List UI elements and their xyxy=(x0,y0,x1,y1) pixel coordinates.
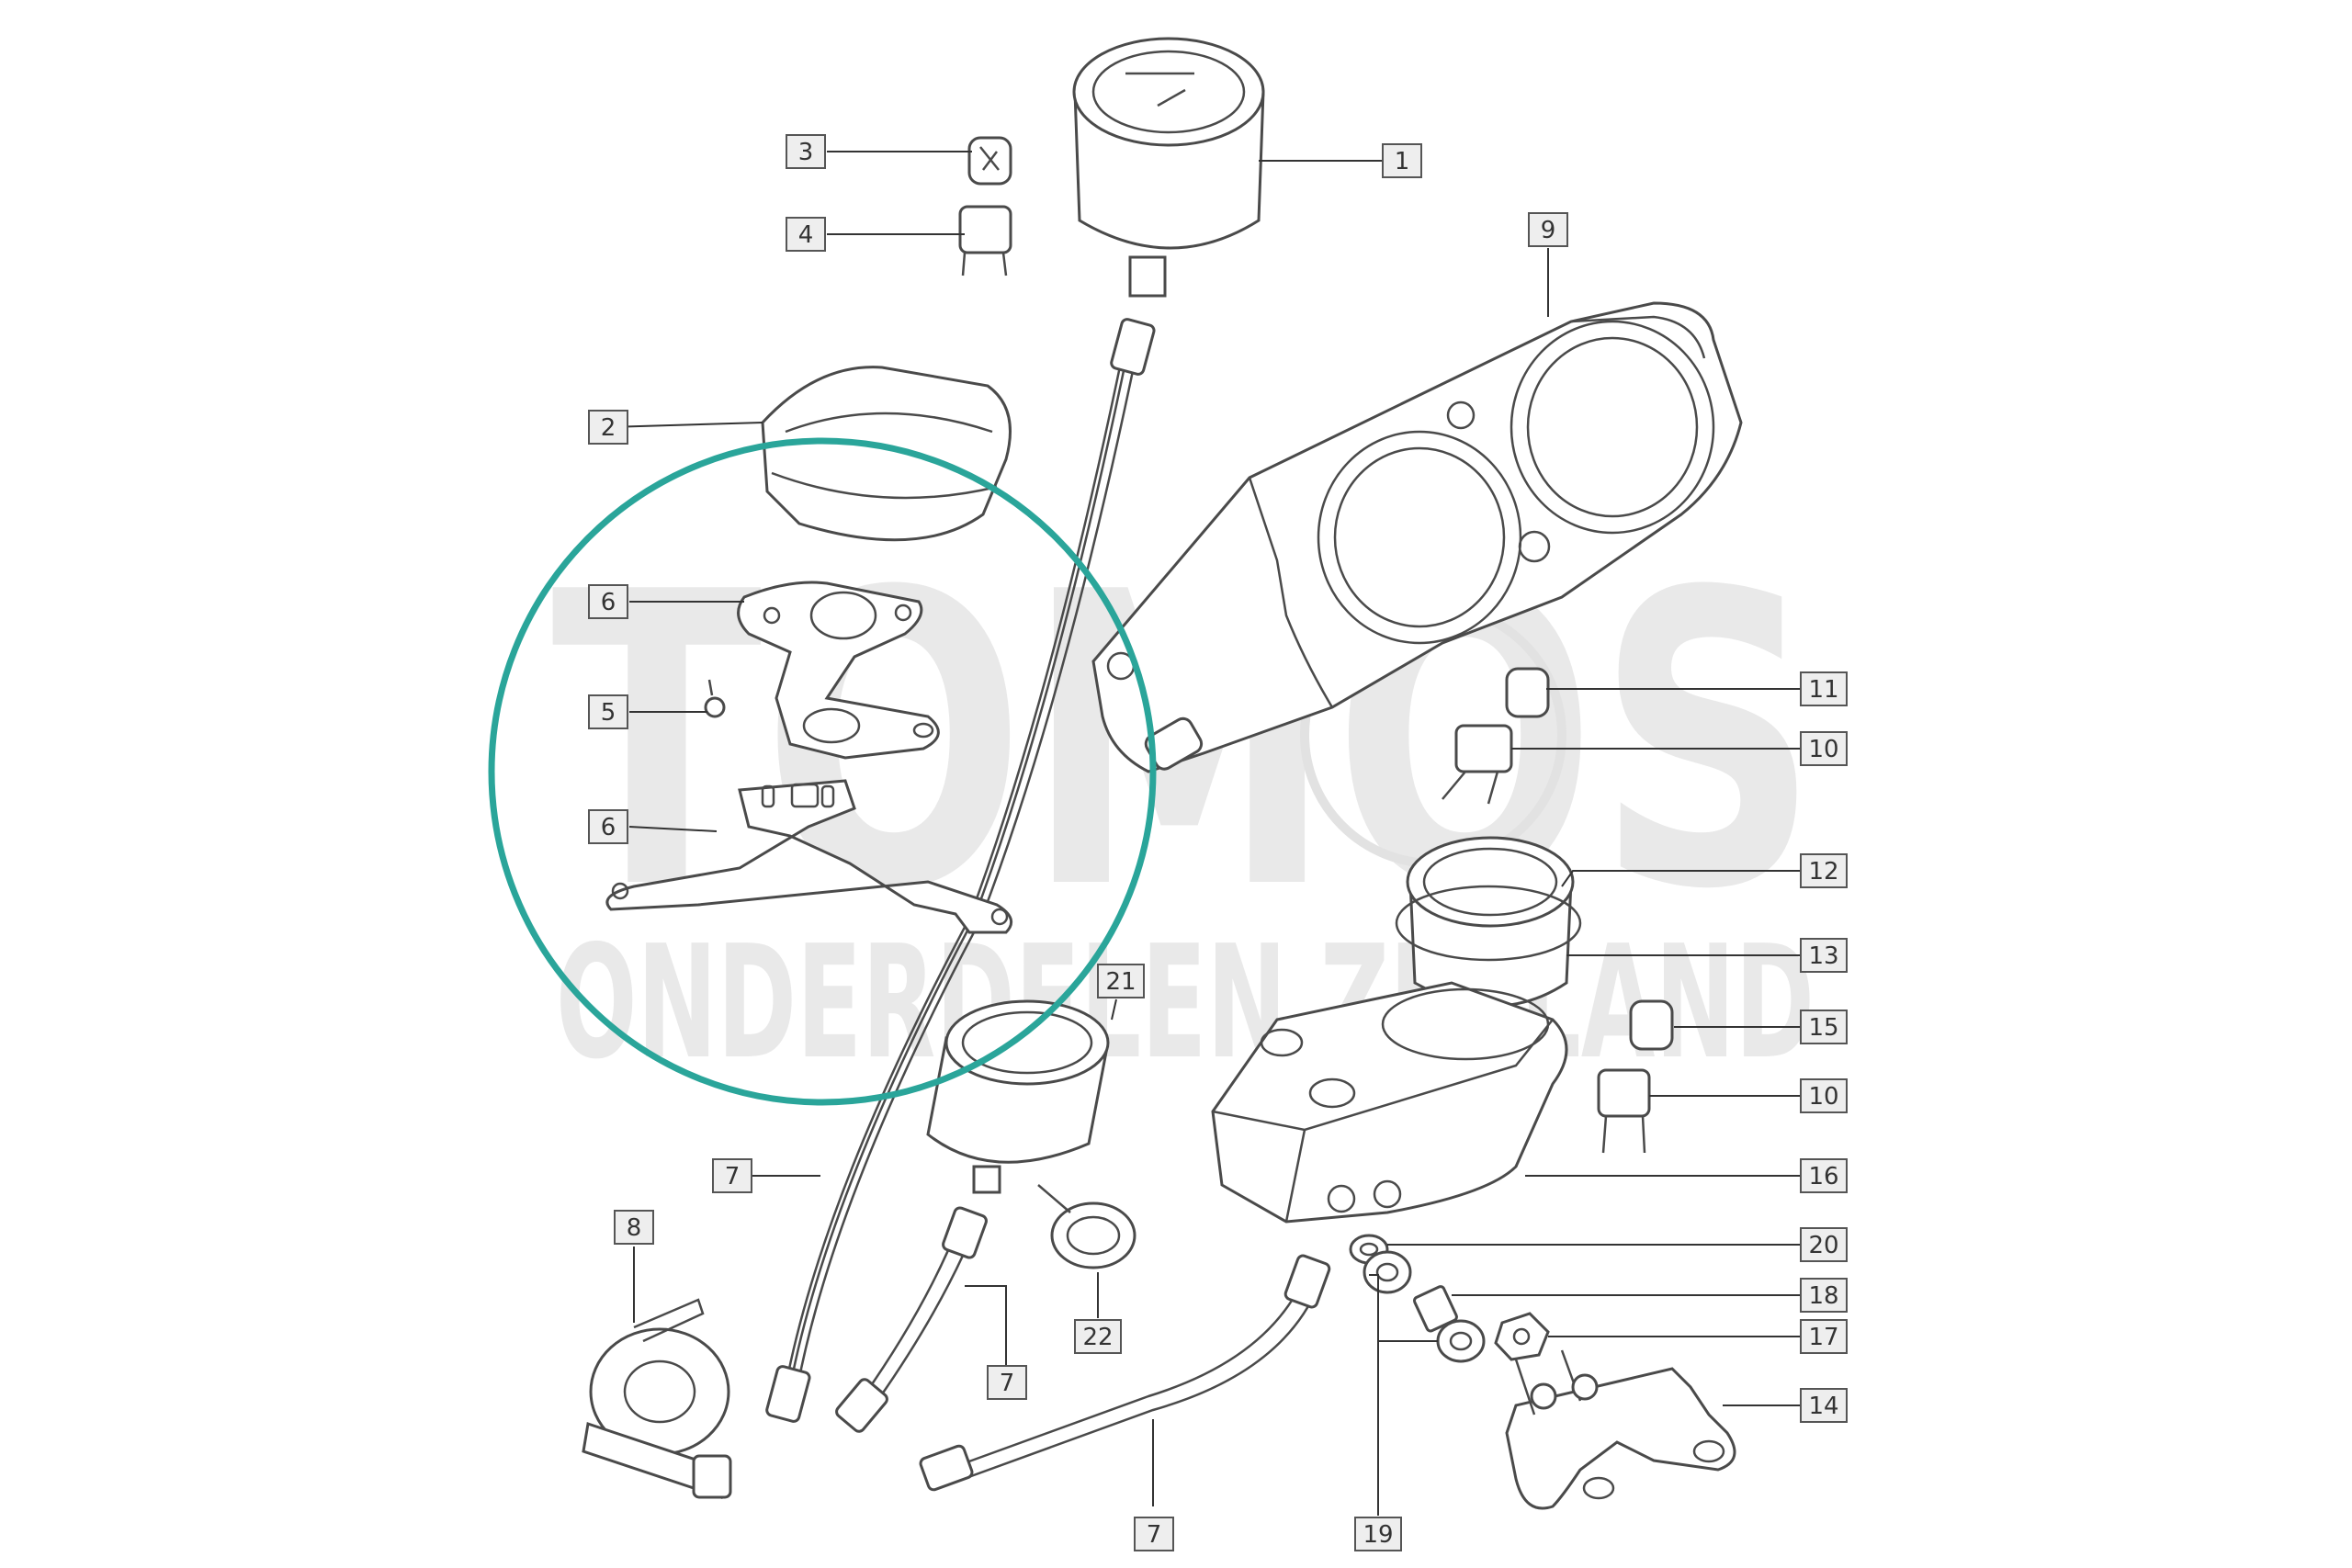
svg-text:7: 7 xyxy=(725,1163,741,1190)
svg-text:19: 19 xyxy=(1363,1521,1393,1549)
highlight-circle xyxy=(488,437,1157,1106)
part-18-bushing xyxy=(1412,1285,1458,1333)
label-16: 16 xyxy=(1800,1158,1848,1193)
svg-text:16: 16 xyxy=(1808,1163,1838,1190)
label-8: 8 xyxy=(614,1210,654,1245)
label-5: 5 xyxy=(588,694,628,729)
label-6-lower: 6 xyxy=(588,809,628,844)
svg-text:8: 8 xyxy=(627,1214,642,1242)
label-9: 9 xyxy=(1528,212,1568,247)
part-14-bracket xyxy=(1505,1349,1736,1510)
svg-text:3: 3 xyxy=(798,139,814,166)
part-5-screw xyxy=(704,679,726,718)
callout-labels: 1 2 3 4 5 6 6 7 7 7 7 8 9 10 10 11 12 13… xyxy=(0,0,1848,1551)
svg-text:5: 5 xyxy=(601,699,616,727)
svg-text:12: 12 xyxy=(1808,858,1838,886)
svg-text:21: 21 xyxy=(1105,968,1136,996)
svg-text:22: 22 xyxy=(1082,1324,1113,1351)
label-15: 15 xyxy=(1800,1010,1848,1044)
label-6-upper: 6 xyxy=(588,584,628,619)
svg-text:7: 7 xyxy=(1000,1370,1015,1397)
part-4-bulb-holder xyxy=(958,205,1012,276)
svg-text:10: 10 xyxy=(1808,1083,1838,1111)
part-6-lower-bracket xyxy=(605,779,1013,934)
leader-lines xyxy=(608,151,1801,1516)
part-9-console xyxy=(1091,301,1743,773)
label-14: 14 xyxy=(1800,1388,1848,1423)
label-2: 2 xyxy=(588,410,628,445)
svg-text:4: 4 xyxy=(798,221,814,249)
label-20: 20 xyxy=(1800,1227,1848,1262)
svg-text:13: 13 xyxy=(1808,942,1838,970)
svg-text:7: 7 xyxy=(1147,1521,1162,1549)
part-10-holder-lower xyxy=(1597,1068,1651,1154)
part-8-speedo-drive xyxy=(582,1298,732,1499)
part-19-grommets xyxy=(1363,1250,1486,1363)
label-7-bottom: 7 xyxy=(1134,1517,1174,1551)
label-7-extra: 7 xyxy=(0,0,16,6)
label-19: 19 xyxy=(1354,1517,1402,1551)
svg-text:14: 14 xyxy=(1808,1393,1838,1420)
label-21: 21 xyxy=(1097,964,1145,998)
label-10-upper: 10 xyxy=(1800,731,1848,766)
label-13: 13 xyxy=(1800,938,1848,973)
part-22-clamp xyxy=(1037,1184,1136,1269)
svg-text:18: 18 xyxy=(1808,1282,1838,1310)
label-3: 3 xyxy=(786,134,826,169)
label-7-left: 7 xyxy=(712,1158,752,1193)
part-2-cover xyxy=(761,366,1012,542)
part-16-housing xyxy=(1211,981,1568,1224)
part-3-bulb xyxy=(967,136,1012,186)
svg-text:20: 20 xyxy=(1808,1232,1838,1259)
label-18: 18 xyxy=(1800,1278,1848,1313)
svg-text:2: 2 xyxy=(601,414,616,442)
svg-text:6: 6 xyxy=(601,589,616,616)
part-11-bulb xyxy=(1505,667,1550,718)
svg-text:15: 15 xyxy=(1808,1014,1838,1042)
watermark-line2: ONDERDELEN ZEELAND xyxy=(556,912,1815,1094)
svg-text:10: 10 xyxy=(1808,736,1838,763)
part-1-speedometer xyxy=(1072,37,1265,298)
label-10-lower: 10 xyxy=(1800,1078,1848,1113)
label-4: 4 xyxy=(786,217,826,252)
label-12: 12 xyxy=(1800,853,1848,888)
part-12-tachometer xyxy=(1406,836,1575,1008)
svg-text:6: 6 xyxy=(601,814,616,841)
label-22: 22 xyxy=(1074,1319,1122,1354)
svg-text:1: 1 xyxy=(1395,148,1410,175)
label-7-mid: 7 xyxy=(987,1365,1027,1400)
part-21-gauge xyxy=(926,999,1110,1194)
svg-text:11: 11 xyxy=(1808,676,1838,704)
svg-text:17: 17 xyxy=(1808,1324,1838,1351)
svg-text:9: 9 xyxy=(1541,217,1556,244)
part-6-upper-bracket xyxy=(737,581,940,760)
part-17-nut xyxy=(1494,1312,1550,1361)
label-1: 1 xyxy=(1382,143,1422,178)
label-17: 17 xyxy=(1800,1319,1848,1354)
part-15-bulb xyxy=(1629,999,1674,1051)
label-11: 11 xyxy=(1800,671,1848,706)
